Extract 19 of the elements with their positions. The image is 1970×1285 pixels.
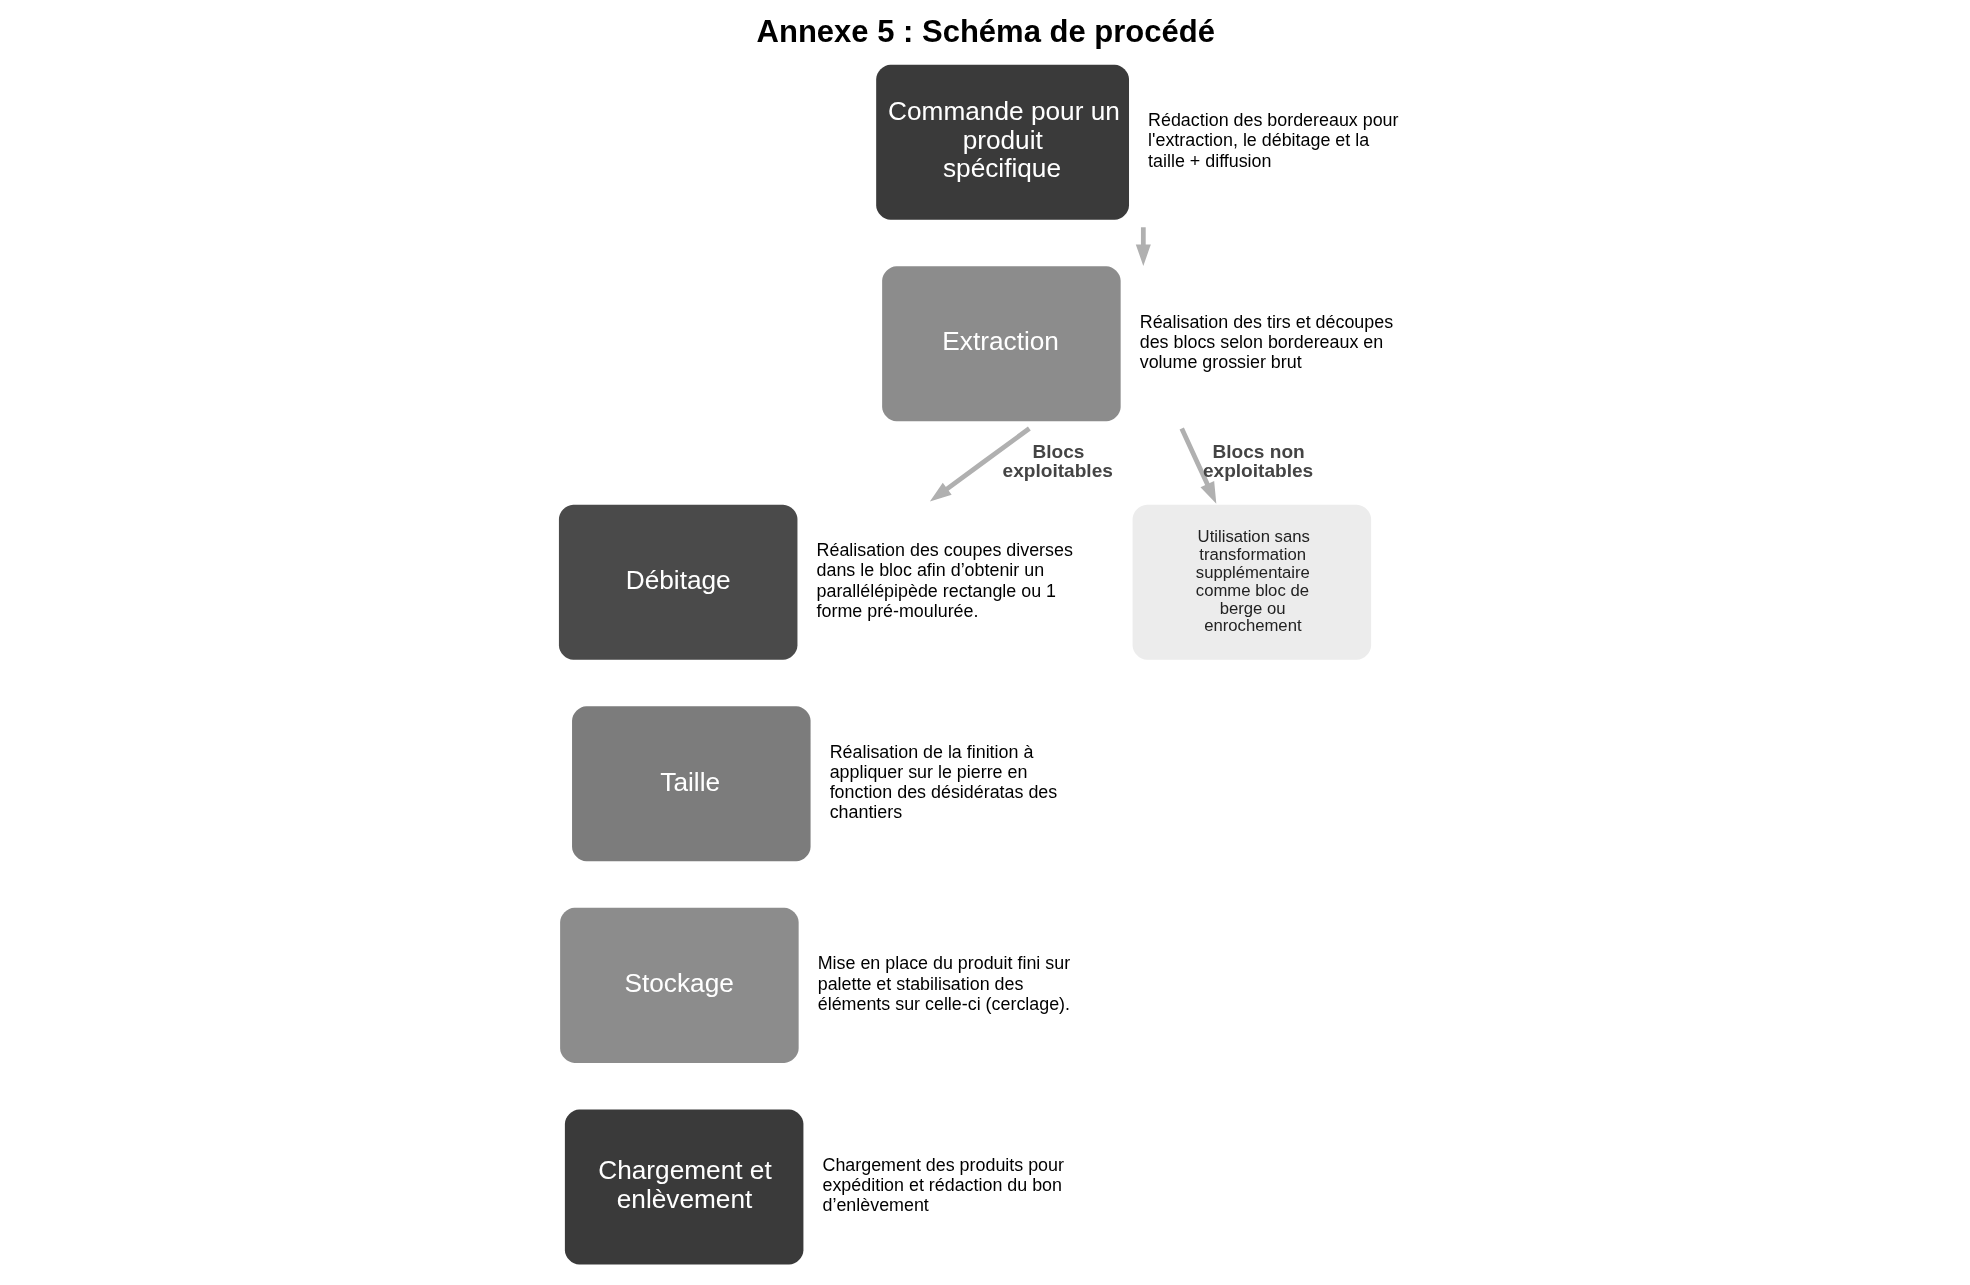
node-box: Stockage (560, 907, 799, 1063)
node-label: Rédaction des bordereaux pour l'extraction, le débitage et la taille + diffusion (1148, 110, 1399, 171)
arrow (929, 426, 1031, 502)
node-box: Débitage (558, 504, 798, 660)
node-label: Réalisation des tirs et découpes des blocs selon bordereaux en volume grossier brut (1139, 311, 1394, 373)
node-label: Réalisation des coupes diverses dans le bloc afin d’obtenir un parallélépipède rectangle ou 1 forme pré-moulurée. (816, 540, 1073, 621)
node-label: Mise en place du produit fini sur palette et stabilisation des éléments sur celle-ci (cerclage). (817, 953, 1071, 1014)
edge-label: Blocs exploitables (1002, 441, 1113, 482)
arrow (1135, 227, 1151, 266)
node-box: Taille (572, 706, 811, 862)
diagram-title: Annexe 5 : Schéma de procédé (756, 13, 1215, 49)
node-label: Chargement des produits pour expédition et rédaction du bon d’enlèvement (822, 1154, 1064, 1216)
node-box: Utilisation sans transformation supplémentaire comme bloc de berge ou enrochement (1132, 504, 1372, 660)
arrow (1179, 427, 1217, 504)
edge-label: Blocs non exploitables (1202, 441, 1314, 482)
node-box: Commande pour un produit spécifique (876, 64, 1129, 220)
node-box: Chargement et enlèvement (564, 1109, 804, 1265)
node-label: Réalisation de la finition à appliquer sur le pierre en fonction des désidératas des chantiers (829, 741, 1058, 823)
node-box: Extraction (882, 266, 1121, 422)
